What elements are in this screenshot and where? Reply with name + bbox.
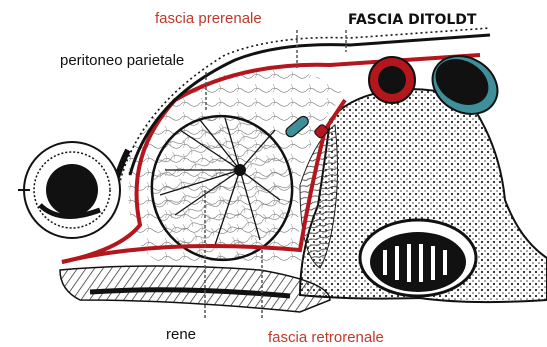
colon-cross-section [18,142,120,238]
label-fascia-retrorenale: fascia retrorenale [268,329,384,347]
label-peritoneo-parietale: peritoneo parietale [60,52,184,70]
label-rene: rene [166,326,196,344]
label-fascia-ditoldt: FASCIA DITOLDT [348,11,476,29]
aorta [369,57,415,103]
label-fascia-prerenale: fascia prerenale [155,10,262,28]
